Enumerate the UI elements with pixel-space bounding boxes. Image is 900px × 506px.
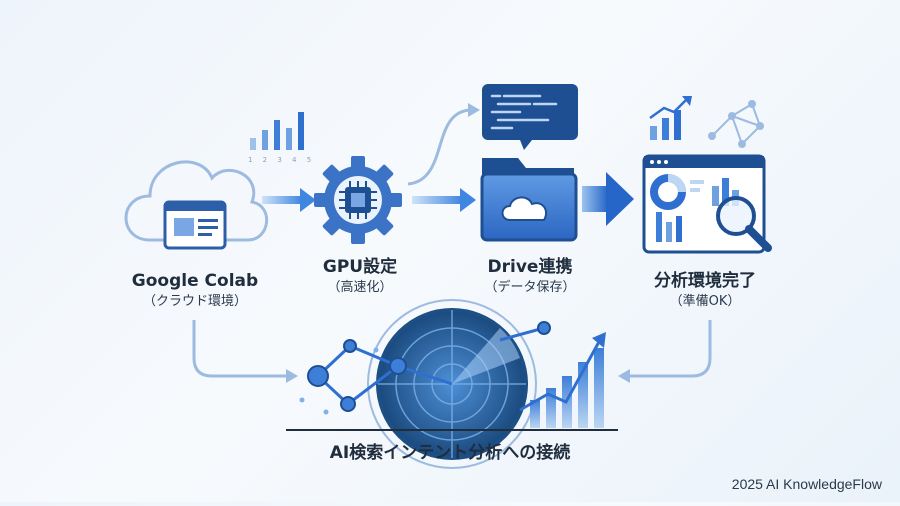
step-google-colab: Google Colab （クラウド環境） [110,270,280,312]
step-analysis-ready: 分析環境完了 （準備OK） [620,270,790,312]
step-subtitle: （クラウド環境） [142,294,247,309]
step-title: 分析環境完了 [654,271,756,291]
small-chart-ticks: 1 2 3 4 5 [248,156,316,164]
data-nodes-icon [299,321,551,415]
gear-chip-icon [314,156,402,244]
connector-left [192,320,298,383]
flow-arrow-3 [582,172,634,226]
step-subtitle: （高速化） [327,280,393,295]
small-bar-chart-icon [250,112,304,150]
curved-arrow-to-code [407,103,480,186]
step-drive: Drive連携 （データ保存） [460,256,600,298]
step-title: Google Colab [131,271,259,291]
step-title: GPU設定 [322,257,398,277]
credit-text: 2025 AI KnowledgeFlow [731,476,882,492]
connector-right [618,320,712,383]
step-title: Drive連携 [487,257,573,277]
step-subtitle: （準備OK） [669,294,741,309]
dashboard-magnifier-icon [642,154,772,254]
code-window-icon [482,84,578,150]
network-nodes-icon [708,100,764,148]
trend-chart-icon [649,96,692,140]
bottom-title: AI検索インテント分析への接続 [329,443,571,463]
flow-arrow-1 [262,188,316,212]
cloud-folder-icon [480,158,578,242]
step-subtitle: （データ保存） [484,280,576,295]
flow-arrow-2 [412,188,476,212]
growth-chart-icon [519,332,606,428]
step-gpu: GPU設定 （高速化） [290,256,430,298]
cloud-browser-icon [124,160,269,250]
